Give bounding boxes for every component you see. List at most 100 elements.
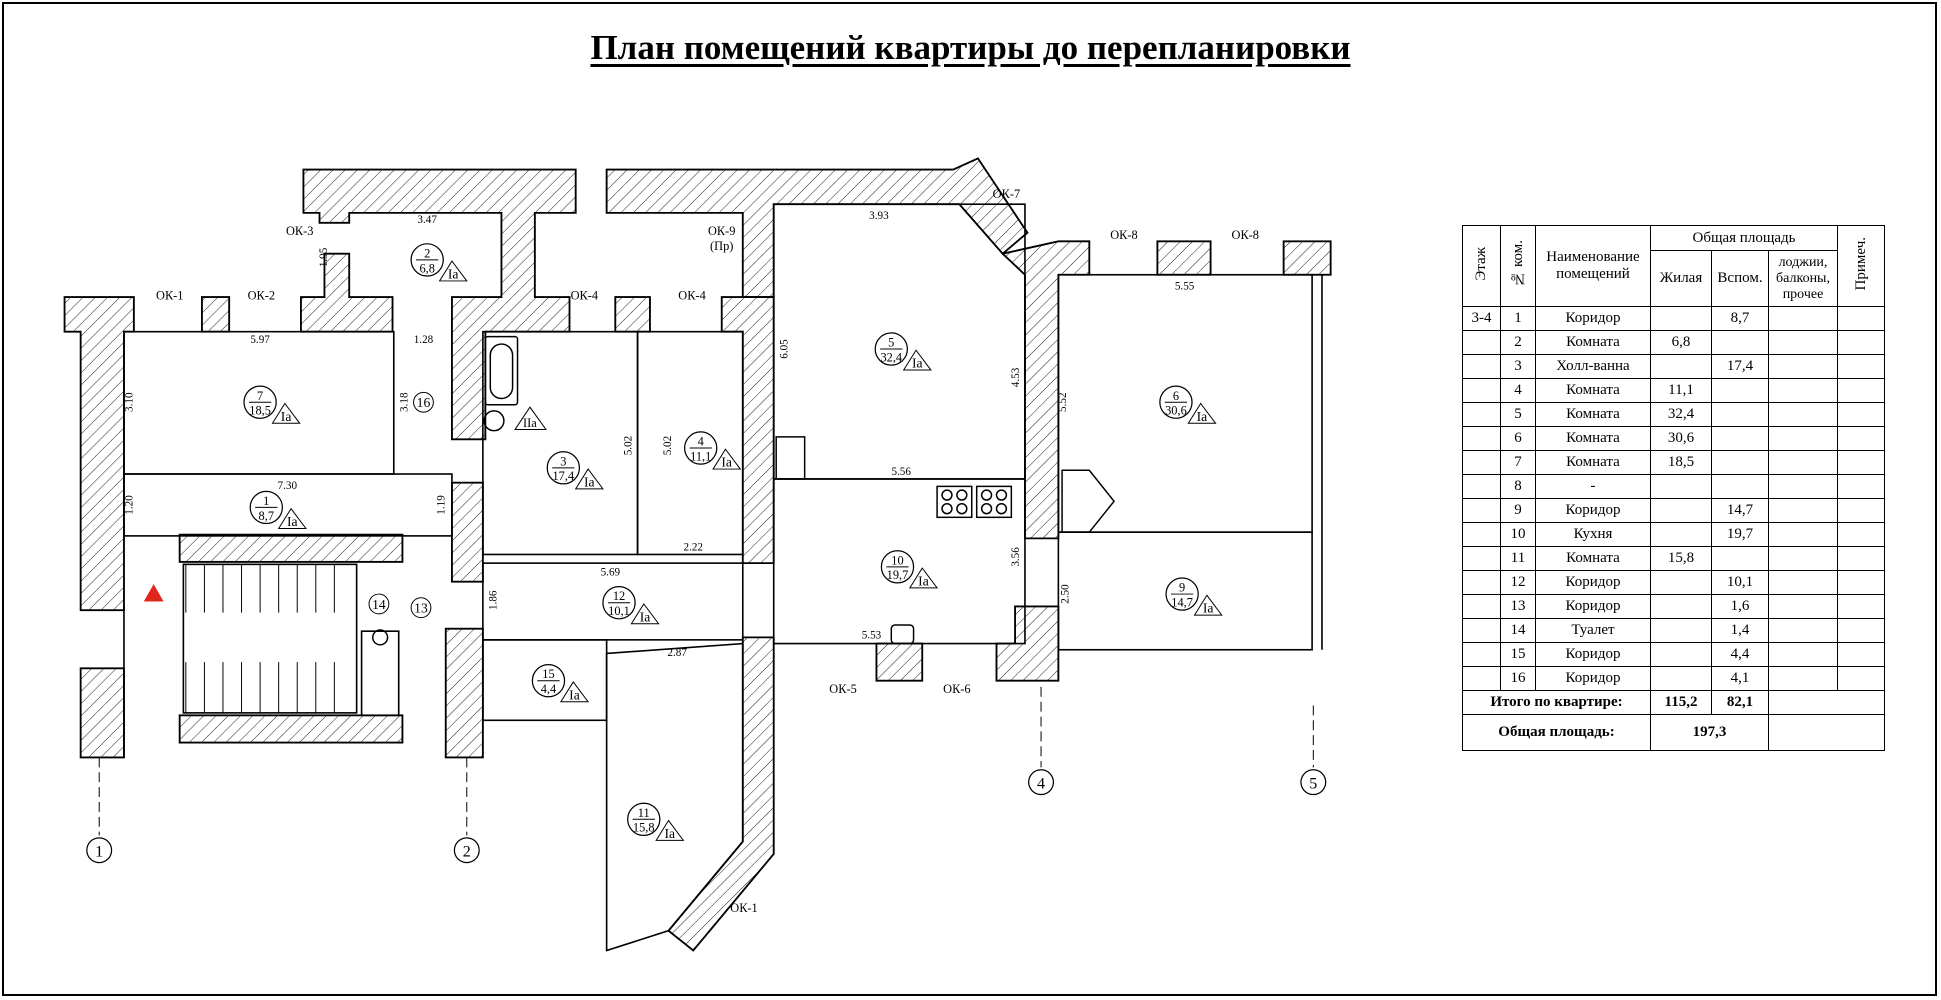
floor-cell <box>1462 426 1501 451</box>
living-area-cell <box>1650 354 1712 379</box>
note-cell <box>1837 594 1885 619</box>
room-no-cell: 16 <box>1500 666 1536 691</box>
room-name-cell: Коридор <box>1535 306 1651 331</box>
room-no-cell: 6 <box>1500 426 1536 451</box>
loggia-cell <box>1768 570 1838 595</box>
room-class: Iа <box>1203 601 1214 616</box>
header-living: Жилая <box>1650 250 1712 307</box>
wall <box>79 667 125 759</box>
axis-label: 4 <box>1037 775 1045 792</box>
loggia-cell <box>1768 642 1838 667</box>
aux-area-cell: 19,7 <box>1711 522 1769 547</box>
room-no-cell: 13 <box>1500 594 1536 619</box>
aux-area-cell: 10,1 <box>1711 570 1769 595</box>
wall <box>667 636 775 952</box>
room-marker-16: 16 <box>413 391 434 413</box>
dimension-label: 3.56 <box>1010 547 1022 567</box>
dimension-label: 2.50 <box>1059 584 1071 604</box>
room-name-cell: Холл-ванна <box>1535 354 1651 379</box>
loggia-cell <box>1768 378 1838 403</box>
window-opening-label: (Пр) <box>710 239 733 253</box>
room-number: 4 <box>698 435 704 449</box>
wall <box>720 296 775 565</box>
living-area-cell <box>1650 618 1712 643</box>
kitchen-sink-icon <box>890 624 915 645</box>
dimension-label: 1.19 <box>436 495 448 515</box>
fixtures <box>371 335 1116 646</box>
dimension-label: 3.47 <box>417 214 437 226</box>
bath-class-marker: IIа <box>514 406 547 430</box>
aux-area-cell <box>1711 450 1769 475</box>
aux-area-cell: 4,4 <box>1711 642 1769 667</box>
aux-area-cell: 1,6 <box>1711 594 1769 619</box>
sink-icon <box>483 410 505 432</box>
grand-total-value: 197,3 <box>1650 714 1769 751</box>
dimension-label: 5.55 <box>1175 281 1195 293</box>
room-name-cell: Комната <box>1535 426 1651 451</box>
total-label: Итого по квартире: <box>1462 690 1651 715</box>
aux-area-cell <box>1711 330 1769 355</box>
note-cell <box>1837 546 1885 571</box>
dimension-label: 5.52 <box>1057 392 1069 411</box>
axis-marker-2: 2 <box>453 837 480 864</box>
living-area-cell: 6,8 <box>1650 330 1712 355</box>
living-area-cell <box>1650 570 1712 595</box>
loggia-cell <box>1768 522 1838 547</box>
axis-label: 5 <box>1309 775 1317 792</box>
wall <box>302 168 577 441</box>
floor-cell <box>1462 618 1501 643</box>
window-opening-label: ОК-4 <box>678 289 705 303</box>
room-area: 11,1 <box>690 449 711 463</box>
room-class: Iа <box>287 514 298 529</box>
window-opening-label: ОК-1 <box>156 289 183 303</box>
room-marker-14: 14 <box>368 593 390 615</box>
room-name-cell: Комната <box>1535 402 1651 427</box>
table-row: 8- <box>1462 474 1885 499</box>
loggia-cell <box>1768 354 1838 379</box>
wall <box>605 157 1029 298</box>
loggia-cell <box>1768 474 1838 499</box>
floor-cell <box>1462 450 1501 475</box>
wall <box>444 627 484 759</box>
dimension-label: 3.18 <box>398 392 410 412</box>
toilet-icon <box>371 629 389 646</box>
dimension-label: 3.10 <box>124 392 136 412</box>
floor-cell <box>1462 474 1501 499</box>
room-class: Iа <box>721 455 732 470</box>
window-opening-label: ОК-8 <box>1232 228 1259 242</box>
living-area-cell <box>1650 594 1712 619</box>
aux-area-cell <box>1711 402 1769 427</box>
room-no-cell: 9 <box>1500 498 1536 523</box>
note-cell <box>1837 570 1885 595</box>
aux-area-cell <box>1711 474 1769 499</box>
room-name-cell: - <box>1535 474 1651 499</box>
floor-cell <box>1462 546 1501 571</box>
room-no-cell: 1 <box>1500 306 1536 331</box>
dimension-label: 2.22 <box>684 542 703 554</box>
room-area: 15,8 <box>633 821 655 835</box>
dimension-label: 5.02 <box>662 436 674 455</box>
dimension-label: 1.20 <box>124 495 136 515</box>
loggia-cell <box>1768 498 1838 523</box>
room-area: 8,7 <box>259 509 274 523</box>
loggia-cell <box>1768 666 1838 691</box>
note-cell <box>1837 666 1885 691</box>
room-area: 6,8 <box>419 261 434 275</box>
grand-total-label: Общая площадь: <box>1462 714 1651 751</box>
room-no-cell: 5 <box>1500 402 1536 427</box>
header-total-area: Общая площадь <box>1650 225 1838 251</box>
total-living: 115,2 <box>1650 690 1712 715</box>
room-number: 12 <box>613 589 625 603</box>
page-title: План помещений квартиры до перепланировк… <box>590 28 1351 67</box>
